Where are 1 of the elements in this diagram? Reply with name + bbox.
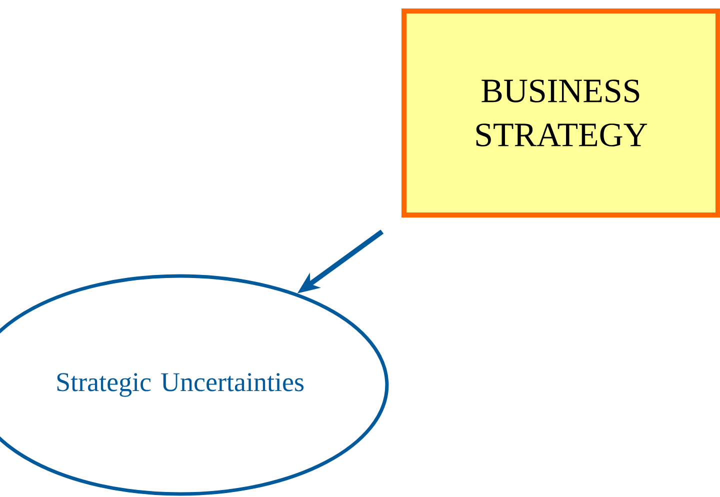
strategy-box: BUSINESS STRATEGY [402, 8, 720, 218]
